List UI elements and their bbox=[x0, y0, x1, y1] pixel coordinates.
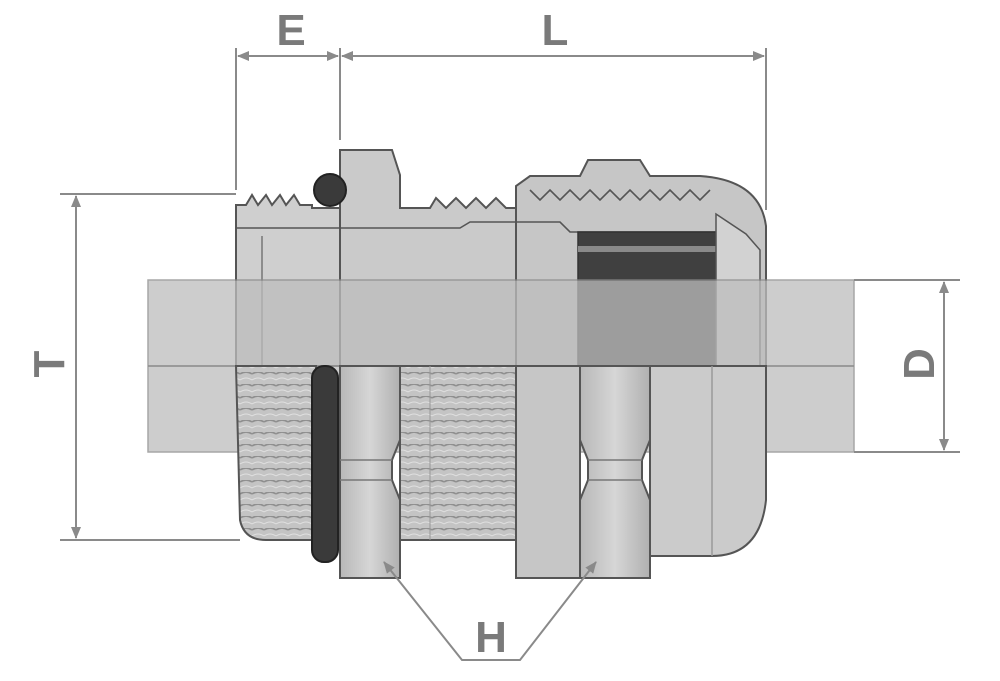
label-t: T bbox=[25, 350, 74, 377]
cap-dome bbox=[649, 365, 767, 557]
body-hex bbox=[339, 365, 401, 579]
dimensions bbox=[60, 48, 960, 661]
body-thread-exterior bbox=[399, 365, 517, 541]
exterior-view bbox=[234, 365, 767, 579]
dimension-h-leader bbox=[383, 561, 597, 661]
cap-thread-section bbox=[529, 188, 711, 202]
cap-nut-hex bbox=[579, 365, 651, 579]
cap-nut bbox=[515, 365, 581, 579]
label-h: H bbox=[475, 613, 507, 662]
label-e: E bbox=[276, 6, 305, 55]
o-ring bbox=[311, 365, 339, 563]
o-ring-section bbox=[313, 173, 347, 207]
entry-thread-exterior bbox=[234, 365, 317, 541]
label-d: D bbox=[895, 348, 944, 380]
label-l: L bbox=[542, 6, 569, 55]
